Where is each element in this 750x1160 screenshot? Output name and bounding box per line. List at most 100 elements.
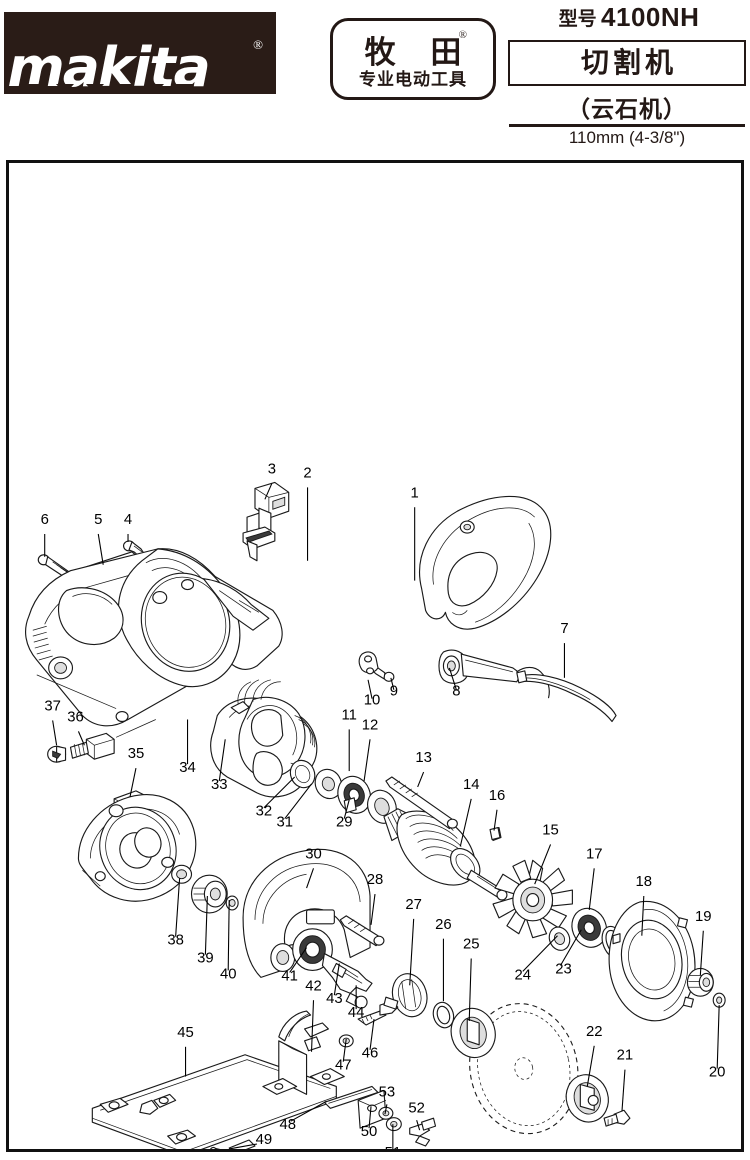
callout-number: 50 — [361, 1124, 378, 1140]
callout-leader-line — [369, 1018, 375, 1050]
chinese-brand-name: 牧 田 — [364, 35, 474, 71]
callout-number: 9 — [390, 684, 398, 700]
brush-spring — [69, 741, 89, 759]
callout-51: 51 — [385, 1124, 402, 1149]
callout-37: 37 — [44, 699, 61, 746]
callout-leader-line — [384, 1104, 388, 1115]
callout-50: 50 — [361, 1106, 378, 1140]
part-screw-28 — [339, 915, 385, 947]
callout-number: 38 — [167, 933, 184, 949]
callout-16: 16 — [489, 788, 505, 831]
callout-number: 43 — [326, 991, 343, 1007]
callout-2: 2 — [303, 465, 312, 561]
callout-leader-line — [390, 677, 395, 690]
part-fan — [492, 859, 573, 939]
callout-leader-line — [342, 1038, 347, 1062]
registered-trademark-icon: ® — [253, 37, 263, 52]
callout-leader-line — [363, 739, 371, 782]
callout-number: 42 — [305, 978, 322, 994]
model-number: 4100NH — [601, 2, 700, 32]
callout-19: 19 — [695, 909, 712, 976]
callout-8: 8 — [448, 667, 460, 700]
callout-number: 49 — [256, 1132, 273, 1148]
callout-3: 3 — [264, 461, 276, 500]
part-cord-assembly — [358, 649, 617, 723]
part-switch-assembly — [242, 481, 290, 562]
callout-38: 38 — [167, 878, 184, 949]
callout-number: 26 — [435, 917, 452, 933]
callout-14: 14 — [459, 777, 479, 847]
callout-18: 18 — [636, 874, 652, 936]
callout-number: 8 — [452, 684, 460, 700]
callout-number: 35 — [128, 746, 145, 762]
callout-number: 46 — [362, 1046, 379, 1062]
callout-52: 52 — [408, 1100, 425, 1131]
callout-5: 5 — [94, 512, 104, 565]
callout-9: 9 — [390, 677, 398, 700]
callout-number: 24 — [515, 967, 532, 983]
callout-number: 2 — [303, 465, 311, 481]
callout-leader-line — [522, 935, 558, 972]
callout-number: 51 — [385, 1145, 402, 1149]
exploded-parts-drawing: 1234567891011121314151617181920212223242… — [25, 461, 726, 1149]
callout-4: 4 — [124, 512, 132, 542]
part-outer-flange-bolt — [565, 1074, 631, 1127]
callout-leader-line — [409, 918, 415, 986]
product-subtype-label: （云石机） — [567, 97, 687, 123]
callout-23: 23 — [555, 929, 582, 977]
callout-number: 31 — [276, 815, 293, 831]
callout-number: 37 — [44, 699, 61, 715]
callout-leader-line — [367, 679, 373, 699]
callout-13: 13 — [415, 750, 432, 788]
callout-number: 28 — [367, 872, 384, 888]
callout-33: 33 — [211, 739, 228, 793]
callout-leader-line — [534, 844, 552, 885]
part-gear-housing-cover — [608, 900, 696, 1022]
chinese-brand-box: 牧 田 ® 专业电动工具 — [330, 18, 496, 100]
part-key-16 — [489, 827, 501, 841]
callout-leader-line — [493, 809, 498, 831]
product-type-box: 切割机 — [508, 40, 746, 86]
callout-leader-line — [204, 896, 208, 955]
callout-27: 27 — [405, 897, 422, 986]
callout-leader-line — [306, 868, 315, 889]
callout-number: 40 — [220, 966, 237, 982]
logo-teeth-decoration — [26, 84, 254, 94]
part-handle-cover — [419, 495, 552, 630]
callout-17: 17 — [586, 846, 602, 910]
part-base-plate — [91, 1054, 337, 1149]
callout-number: 4 — [124, 512, 132, 528]
part-gear-39 — [171, 864, 239, 914]
callout-number: 21 — [617, 1048, 634, 1064]
callout-number: 41 — [281, 968, 298, 984]
callout-layer: 1234567891011121314151617181920212223242… — [41, 461, 726, 1149]
callout-leader-line — [459, 798, 472, 847]
callout-21: 21 — [617, 1048, 634, 1112]
callout-number: 20 — [709, 1065, 726, 1081]
callout-leader-line — [290, 1100, 327, 1122]
callout-26: 26 — [435, 917, 452, 1002]
callout-leader-line — [52, 720, 58, 746]
callout-leader-line — [448, 667, 457, 690]
callout-43: 43 — [326, 963, 343, 1007]
callout-number: 6 — [41, 512, 49, 528]
callout-leader-line — [227, 899, 230, 971]
part-spindle-assembly — [292, 928, 373, 1009]
callout-leader-line — [264, 483, 273, 500]
model-label: 型号 — [558, 8, 597, 30]
callout-number: 27 — [405, 897, 422, 913]
callout-1: 1 — [411, 485, 419, 581]
callout-22: 22 — [586, 1024, 602, 1087]
callout-32: 32 — [256, 776, 296, 820]
callout-35: 35 — [128, 746, 145, 797]
callout-leader-line — [310, 1000, 315, 1052]
callout-number: 39 — [197, 950, 214, 966]
callout-number: 44 — [348, 1005, 365, 1021]
callout-45: 45 — [177, 1025, 194, 1077]
callout-40: 40 — [220, 899, 237, 982]
callout-number: 15 — [542, 823, 559, 839]
blade-size-label: 110mm (4-3/8") — [568, 128, 686, 147]
chinese-brand-registered-icon: ® — [458, 29, 467, 41]
